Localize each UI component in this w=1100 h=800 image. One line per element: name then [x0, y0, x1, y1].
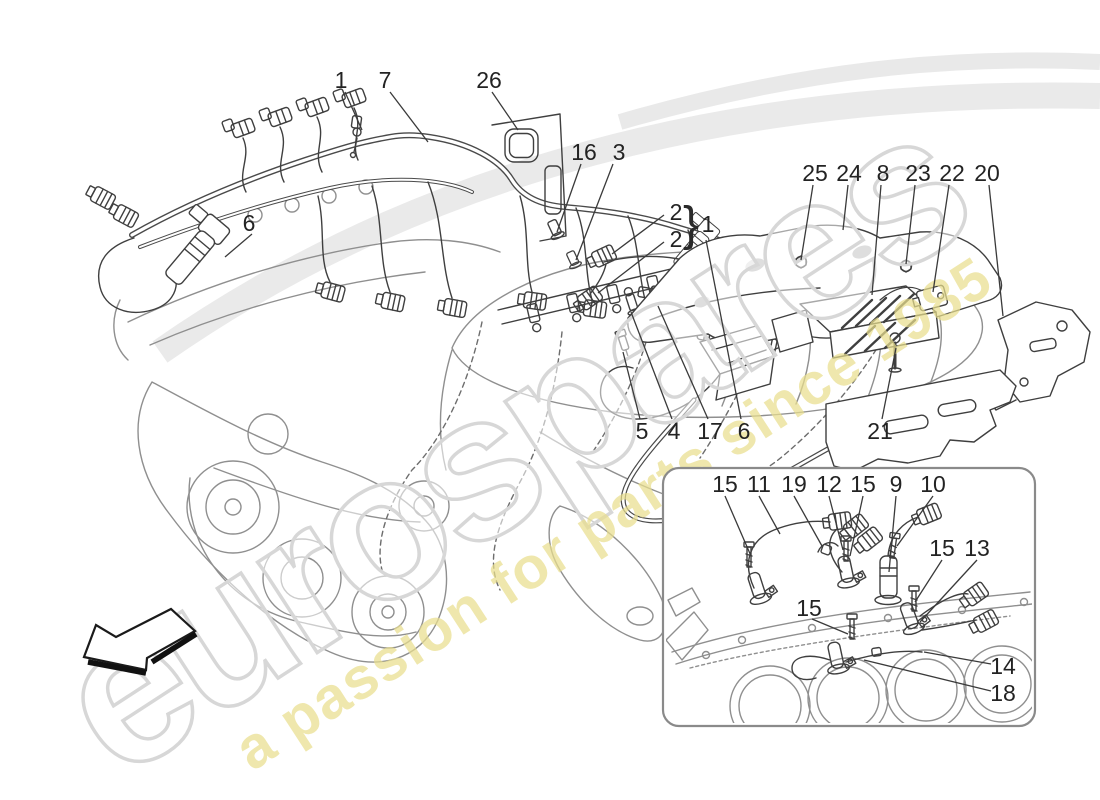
callout-2-lower: 2: [670, 226, 683, 252]
callout-1-top: 1: [335, 67, 348, 93]
callout-23: 23: [905, 160, 931, 186]
callout-16: 16: [571, 139, 597, 165]
callout-3: 3: [613, 139, 626, 165]
sensor-item-1: [349, 115, 363, 159]
callout-inset-14: 14: [990, 653, 1016, 679]
inset-sensors: [741, 501, 1001, 681]
callout-6-coil: 6: [243, 210, 256, 236]
callout-22: 22: [939, 160, 965, 186]
harness-trunk: [98, 132, 775, 314]
relay-22: [911, 284, 949, 312]
callout-inset-9: 9: [890, 471, 903, 497]
callout-inset-19: 19: [781, 471, 807, 497]
callout-inset-15a: 15: [712, 471, 738, 497]
callout-group-brace: }: [683, 198, 699, 251]
callout-17: 17: [697, 418, 723, 444]
callout-inset-15b: 15: [850, 471, 876, 497]
callout-1-cable: 1: [702, 211, 715, 237]
callout-26: 26: [476, 67, 502, 93]
front-cover: [137, 381, 448, 663]
mounting-bracket-21: [825, 369, 1017, 472]
callout-inset-10: 10: [920, 471, 946, 497]
callout-6-lower: 6: [738, 418, 751, 444]
callout-21: 21: [867, 418, 893, 444]
wiring-harness: [83, 81, 779, 356]
inset-leader-lines: [724, 495, 992, 692]
inset-callouts: 15 11 19 12 15 9 10 15 13 15 14 18: [712, 471, 1016, 706]
callout-25: 25: [802, 160, 828, 186]
sensor-5: [614, 328, 630, 357]
watermark-swoosh: [152, 52, 1100, 363]
callout-4: 4: [668, 418, 681, 444]
callout-20: 20: [974, 160, 1000, 186]
coil-connectors: [220, 81, 368, 193]
callout-inset-18: 18: [990, 680, 1016, 706]
detail-inset-panel: 15 11 19 12 15 9 10 15 13 15 14 18: [661, 466, 1037, 728]
engine-bracket-arm: [548, 505, 667, 642]
callout-5: 5: [636, 418, 649, 444]
callout-8: 8: [877, 160, 890, 186]
main-leader-lines: [224, 91, 1004, 420]
rpm-sensor-9: [874, 516, 919, 606]
harness-connector: [699, 325, 775, 401]
callout-inset-15d: 15: [796, 595, 822, 621]
ecu-cluster: [620, 224, 1091, 524]
callout-inset-13: 13: [964, 535, 990, 561]
callout-2-upper: 2: [670, 199, 683, 225]
callout-7: 7: [379, 67, 392, 93]
main-callouts: 1 7 26 6 16 3 2 } 1 2 25 24 8 23 22 20 5…: [243, 67, 1000, 444]
callout-inset-11: 11: [747, 471, 771, 497]
callout-24: 24: [836, 160, 862, 186]
direction-arrow-icon: [82, 607, 198, 676]
ecu-unit: [771, 285, 940, 359]
ignition-coil: [147, 201, 232, 290]
diagnostic-connector-pad: [491, 113, 567, 242]
callout-inset-15c: 15: [929, 535, 955, 561]
callout-inset-12: 12: [816, 471, 842, 497]
